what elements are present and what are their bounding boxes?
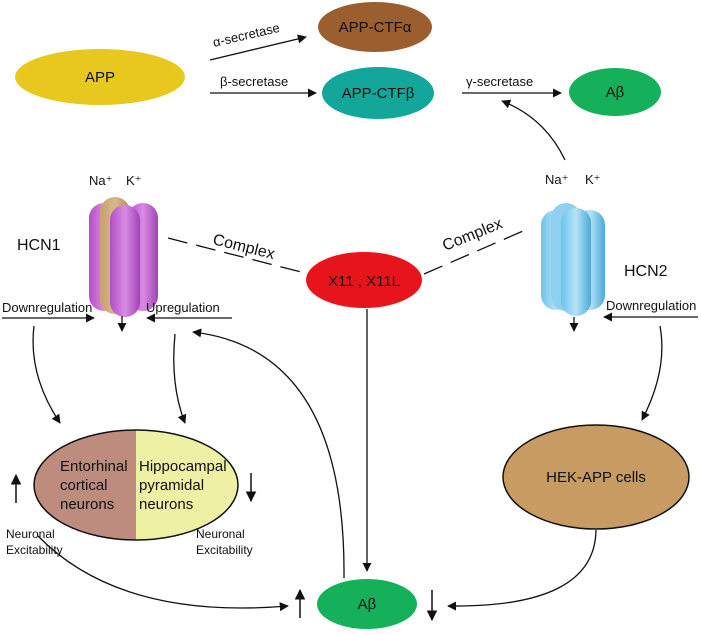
edge-downregulation-left: Downregulation: [2, 300, 95, 323]
edge-gamma-secretase: γ-secretase: [462, 74, 562, 98]
svg-text:pyramidal: pyramidal: [139, 477, 204, 494]
hcn1-k-label: K⁺: [126, 173, 142, 188]
beta-secretase-label: β-secretase: [220, 74, 288, 89]
downregulation-right-label: Downregulation: [606, 298, 696, 313]
hcn2-label: HCN2: [624, 263, 668, 280]
node-app-ctf-alpha-label: APP-CTFα: [339, 19, 412, 36]
node-abeta-bottom-label: Aβ: [358, 596, 377, 613]
node-abeta-top-label: Aβ: [606, 84, 625, 101]
excitability-left: Neuronal Excitability: [6, 527, 63, 557]
node-app-label: APP: [85, 69, 115, 86]
svg-text:neurons: neurons: [60, 496, 114, 513]
node-app: APP: [15, 49, 185, 105]
hcn1-na-label: Na⁺: [89, 173, 112, 188]
edge-hcn2-to-abeta: [501, 99, 566, 161]
excitability-right: Neuronal Excitability: [196, 527, 253, 557]
edge-downregulation-right: Downregulation: [603, 298, 698, 322]
node-app-ctf-alpha: APP-CTFα: [318, 2, 432, 52]
edge-hcn2-to-hek: [641, 325, 663, 421]
edge-hcn1-to-entorhinal: [32, 325, 61, 424]
node-x11: X11 , X11L: [306, 252, 422, 308]
edge-upregulation: Upregulation: [146, 300, 232, 323]
svg-text:Excitability: Excitability: [6, 543, 63, 557]
hcn2-na-label: Na⁺: [545, 172, 568, 187]
hcn1-icon: [89, 197, 158, 317]
entorhinal-label: Entorhinal cortical neurons: [60, 458, 128, 513]
node-hek-app: HEK-APP cells: [502, 424, 690, 530]
hcn1-label: HCN1: [17, 237, 61, 254]
svg-text:Hippocampal: Hippocampal: [139, 458, 227, 475]
edge-alpha-secretase: α-secretase: [209, 20, 307, 61]
svg-text:neurons: neurons: [139, 496, 193, 513]
edge-complex-left: Complex: [167, 231, 306, 274]
hcn2-icon: [541, 203, 605, 316]
edge-complex-right: Complex: [423, 215, 531, 275]
complex-left-label: Complex: [211, 231, 276, 263]
hcn1-channel: Na⁺ K⁺ HCN1: [17, 173, 158, 332]
node-x11-label: X11 , X11L: [328, 273, 400, 290]
node-app-ctf-beta-label: APP-CTFβ: [342, 85, 415, 102]
hippocampal-label: Hippocampal pyramidal neurons: [139, 458, 227, 513]
node-hek-app-label: HEK-APP cells: [546, 469, 646, 486]
svg-text:Excitability: Excitability: [196, 543, 253, 557]
hcn2-channel: Na⁺ K⁺ HCN2: [541, 172, 668, 332]
edge-beta-secretase: β-secretase: [210, 74, 317, 98]
node-abeta-top: Aβ: [569, 68, 661, 116]
node-abeta-bottom: Aβ: [317, 579, 417, 629]
complex-right-label: Complex: [440, 215, 505, 254]
edge-hek-to-abeta: [447, 529, 597, 611]
hcn2-k-label: K⁺: [585, 172, 601, 187]
edge-neurons-to-abeta: [37, 535, 289, 612]
downregulation-left-label: Downregulation: [2, 300, 92, 315]
upregulation-label: Upregulation: [146, 300, 220, 315]
svg-text:cortical: cortical: [60, 477, 108, 494]
edge-abeta-to-hcn1: [192, 328, 345, 579]
edge-hcn1-to-hippocampal: [173, 333, 187, 424]
svg-text:Neuronal: Neuronal: [196, 527, 245, 541]
gamma-secretase-label: γ-secretase: [466, 74, 533, 89]
svg-text:Entorhinal: Entorhinal: [60, 458, 128, 475]
node-app-ctf-beta: APP-CTFβ: [322, 67, 434, 119]
svg-text:Neuronal: Neuronal: [6, 527, 55, 541]
